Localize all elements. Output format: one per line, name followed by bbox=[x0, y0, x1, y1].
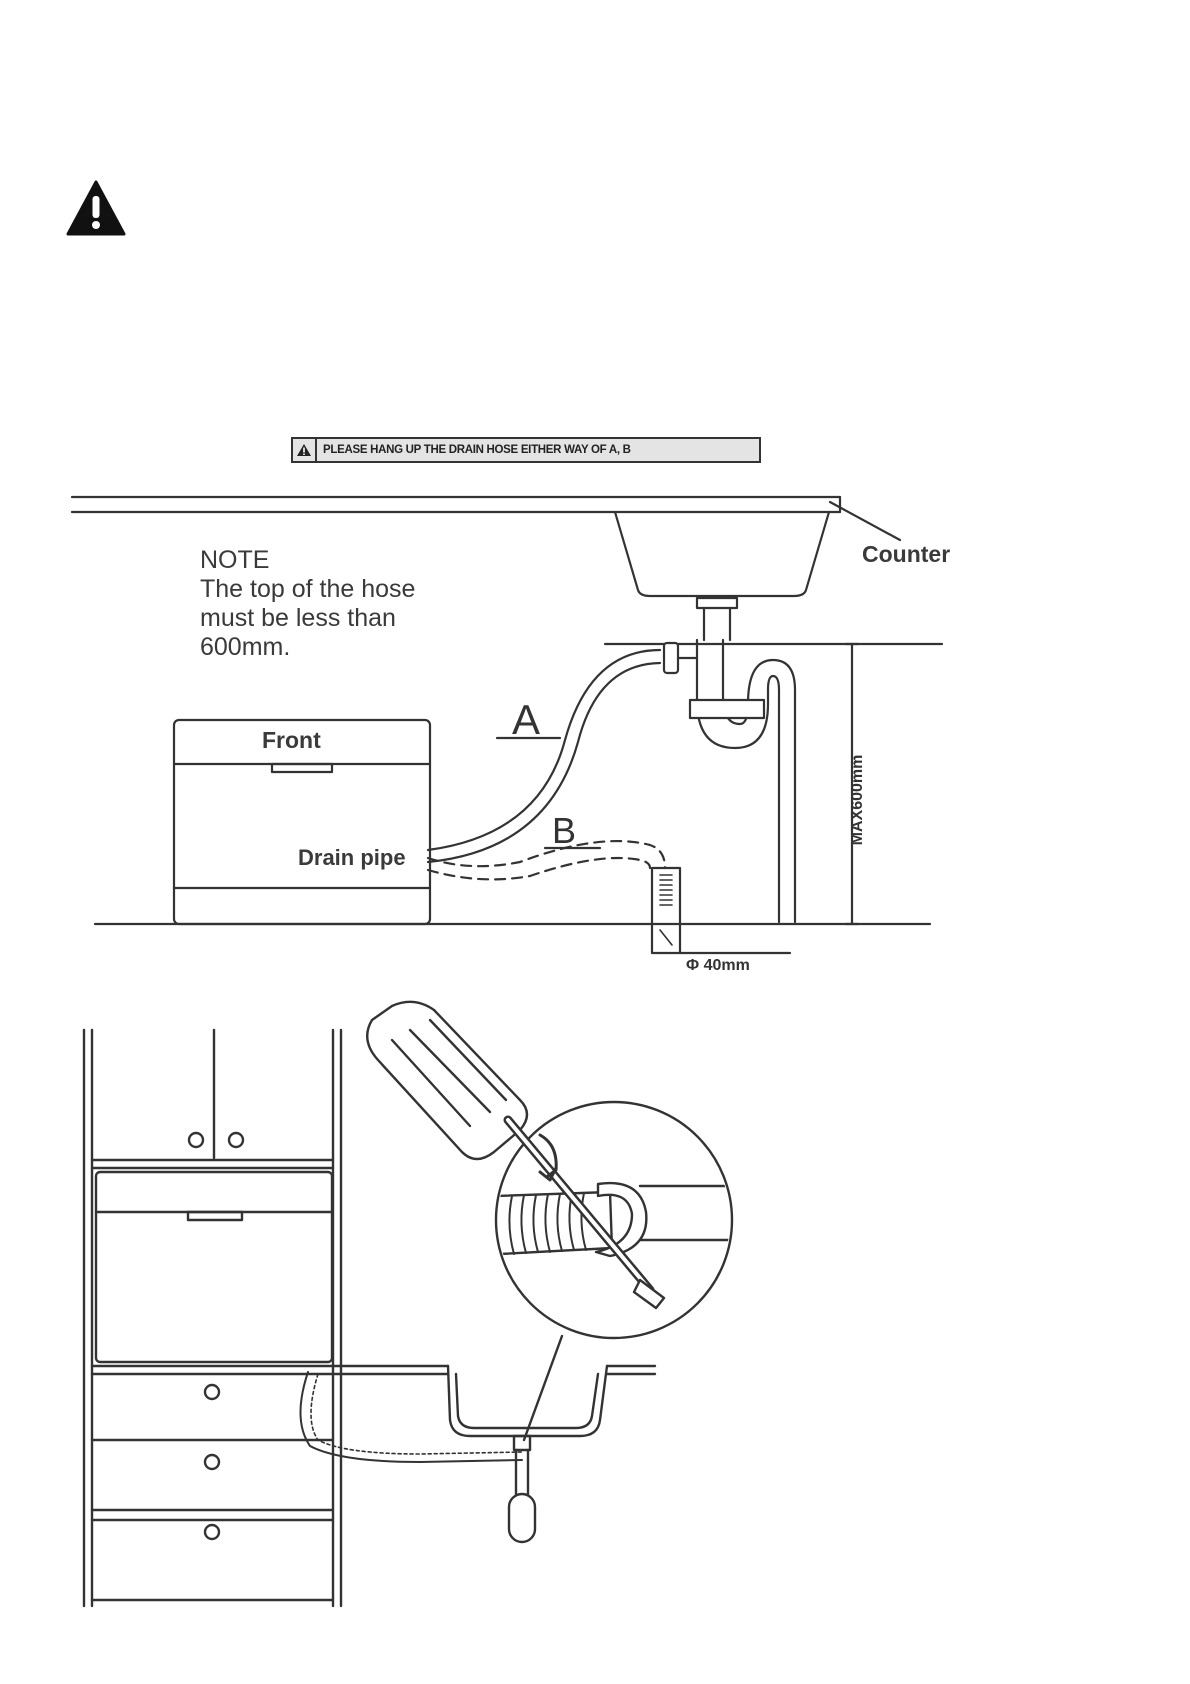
drawer-knob bbox=[205, 1525, 219, 1539]
cabinet-dishwasher bbox=[96, 1172, 332, 1362]
door-knob bbox=[189, 1133, 203, 1147]
drawer-knob bbox=[205, 1385, 219, 1399]
trap-bottle bbox=[509, 1494, 535, 1542]
cabinet-sink bbox=[448, 1366, 607, 1436]
door-knob bbox=[229, 1133, 243, 1147]
drawer-knob bbox=[205, 1455, 219, 1469]
